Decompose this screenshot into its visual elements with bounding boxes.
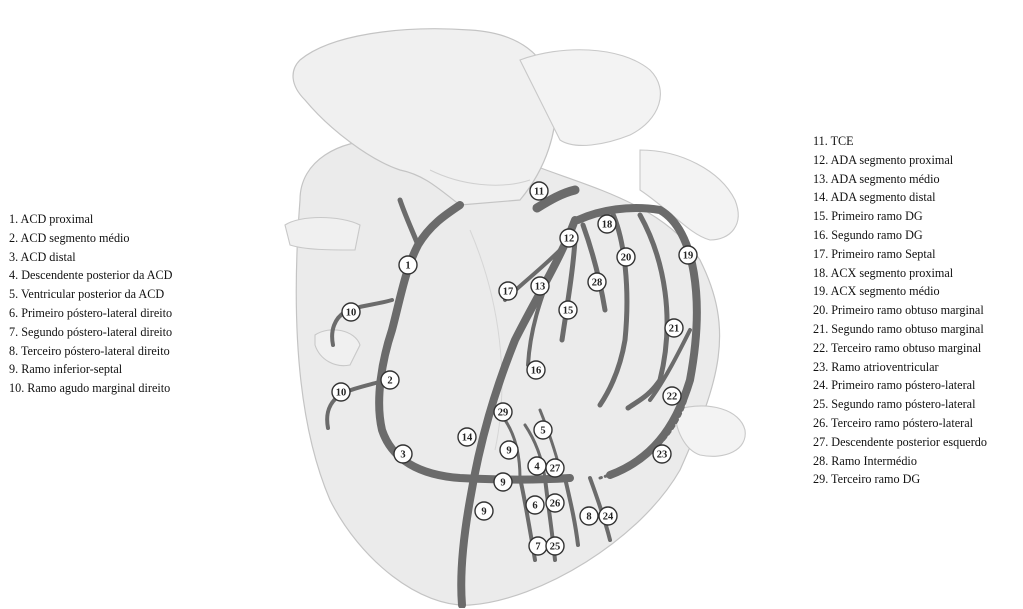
marker-label: 3	[400, 450, 405, 461]
marker-label: 18	[602, 220, 613, 231]
marker-10: 10	[342, 303, 360, 321]
marker-20: 20	[617, 248, 635, 266]
marker-1: 1	[399, 256, 417, 274]
legend-item: 9. Ramo inferior-septal	[9, 360, 172, 379]
legend-item: 1. ACD proximal	[9, 210, 172, 229]
marker-3: 3	[394, 445, 412, 463]
marker-label: 13	[535, 282, 546, 293]
legend-item: 24. Primeiro ramo póstero-lateral	[813, 376, 987, 395]
marker-label: 1	[405, 261, 410, 272]
marker-label: 5	[540, 426, 545, 437]
marker-7: 7	[529, 537, 547, 555]
marker-label: 9	[500, 478, 505, 489]
heart-diagram: 1234567899910101112131415161718192021222…	[268, 18, 778, 608]
marker-6: 6	[526, 496, 544, 514]
marker-label: 9	[506, 446, 511, 457]
marker-label: 10	[346, 308, 357, 319]
legend-item: 18. ACX segmento proximal	[813, 264, 987, 283]
marker-18: 18	[598, 215, 616, 233]
legend-item: 16. Segundo ramo DG	[813, 226, 987, 245]
legend-item: 27. Descendente posterior esquerdo	[813, 433, 987, 452]
legend-item: 7. Segundo póstero-lateral direito	[9, 323, 172, 342]
marker-label: 28	[592, 278, 603, 289]
marker-24: 24	[599, 507, 617, 525]
marker-9: 9	[494, 473, 512, 491]
legend-item: 15. Primeiro ramo DG	[813, 207, 987, 226]
marker-label: 20	[621, 253, 632, 264]
legend-item: 11. TCE	[813, 132, 987, 151]
marker-label: 9	[481, 507, 486, 518]
legend-item: 17. Primeiro ramo Septal	[813, 245, 987, 264]
marker-label: 12	[564, 234, 575, 245]
marker-10: 10	[332, 383, 350, 401]
marker-9: 9	[500, 441, 518, 459]
legend-item: 12. ADA segmento proximal	[813, 151, 987, 170]
marker-label: 4	[534, 462, 540, 473]
marker-8: 8	[580, 507, 598, 525]
marker-4: 4	[528, 457, 546, 475]
marker-label: 16	[531, 366, 542, 377]
legend-item: 22. Terceiro ramo obtuso marginal	[813, 339, 987, 358]
marker-label: 10	[336, 388, 347, 399]
marker-26: 26	[546, 494, 564, 512]
legend-item: 3. ACD distal	[9, 248, 172, 267]
marker-23: 23	[653, 445, 671, 463]
marker-27: 27	[546, 459, 564, 477]
legend-item: 21. Segundo ramo obtuso marginal	[813, 320, 987, 339]
marker-label: 19	[683, 251, 694, 262]
legend-item: 13. ADA segmento médio	[813, 170, 987, 189]
marker-label: 17	[503, 287, 514, 298]
marker-12: 12	[560, 229, 578, 247]
marker-label: 22	[667, 392, 678, 403]
marker-16: 16	[527, 361, 545, 379]
marker-17: 17	[499, 282, 517, 300]
marker-11: 11	[530, 182, 548, 200]
marker-label: 29	[498, 408, 509, 419]
marker-label: 6	[532, 501, 537, 512]
marker-label: 11	[534, 187, 544, 198]
marker-label: 14	[462, 433, 473, 444]
marker-25: 25	[546, 537, 564, 555]
legend-item: 10. Ramo agudo marginal direito	[9, 379, 172, 398]
legend-item: 26. Terceiro ramo póstero-lateral	[813, 414, 987, 433]
marker-28: 28	[588, 273, 606, 291]
marker-15: 15	[559, 301, 577, 319]
marker-label: 23	[657, 450, 668, 461]
legend-item: 29. Terceiro ramo DG	[813, 470, 987, 489]
marker-label: 7	[535, 542, 540, 553]
legend-item: 25. Segundo ramo póstero-lateral	[813, 395, 987, 414]
marker-19: 19	[679, 246, 697, 264]
marker-5: 5	[534, 421, 552, 439]
legend-item: 2. ACD segmento médio	[9, 229, 172, 248]
legend-item: 19. ACX segmento médio	[813, 282, 987, 301]
legend-item: 4. Descendente posterior da ACD	[9, 266, 172, 285]
marker-label: 2	[387, 376, 392, 387]
marker-22: 22	[663, 387, 681, 405]
marker-label: 24	[603, 512, 614, 523]
marker-label: 21	[669, 324, 680, 335]
legend-item: 14. ADA segmento distal	[813, 188, 987, 207]
marker-label: 25	[550, 542, 561, 553]
marker-29: 29	[494, 403, 512, 421]
legend-item: 23. Ramo atrioventricular	[813, 358, 987, 377]
legend-item: 5. Ventricular posterior da ACD	[9, 285, 172, 304]
marker-label: 27	[550, 464, 561, 475]
marker-label: 15	[563, 306, 574, 317]
marker-2: 2	[381, 371, 399, 389]
legend-item: 8. Terceiro póstero-lateral direito	[9, 342, 172, 361]
marker-21: 21	[665, 319, 683, 337]
marker-9: 9	[475, 502, 493, 520]
legend-item: 20. Primeiro ramo obtuso marginal	[813, 301, 987, 320]
marker-13: 13	[531, 277, 549, 295]
marker-14: 14	[458, 428, 476, 446]
marker-label: 26	[550, 499, 561, 510]
legend-item: 6. Primeiro póstero-lateral direito	[9, 304, 172, 323]
marker-label: 8	[586, 512, 591, 523]
legend-item: 28. Ramo Intermédio	[813, 452, 987, 471]
